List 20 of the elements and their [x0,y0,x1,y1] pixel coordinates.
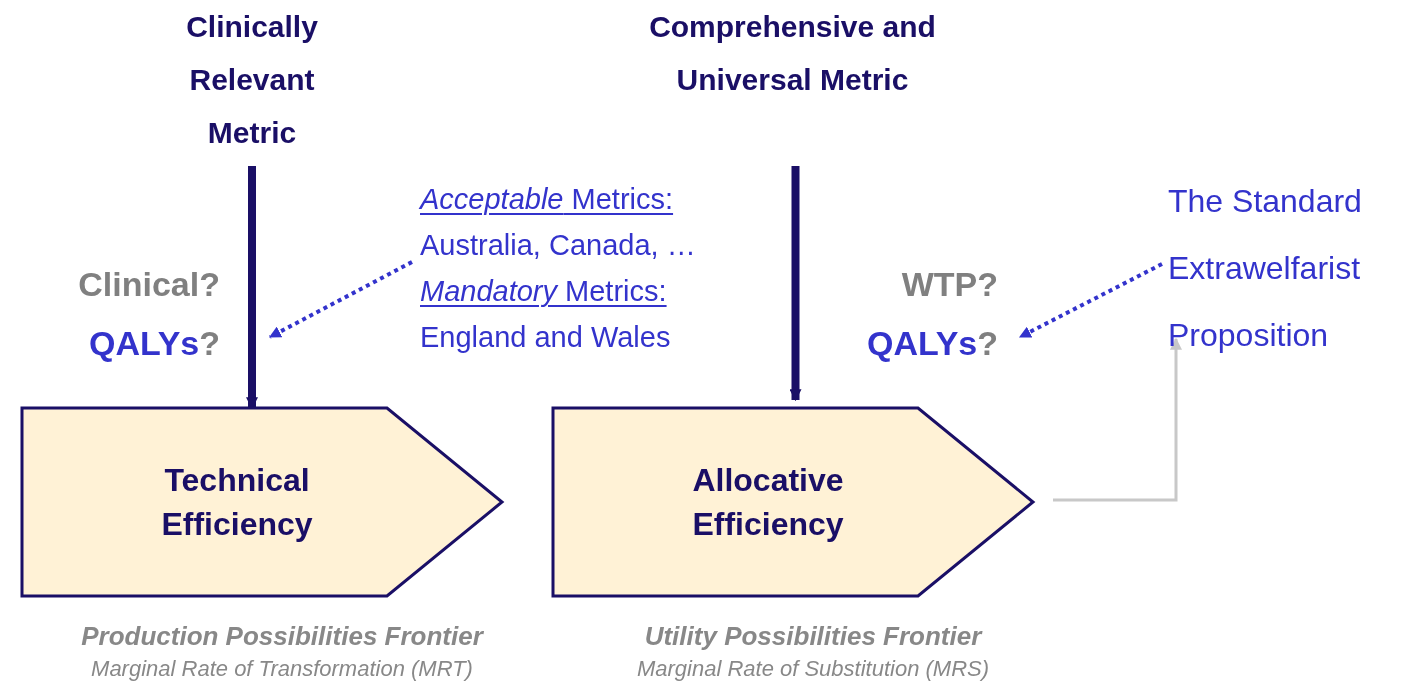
question-label: QALYs? [866,323,998,364]
metric-heading: Clinically Relevant Metric [185,9,319,151]
efficiency-label: Allocative Efficiency [691,461,845,544]
rate-caption: Marginal Rate of Substitution (MRS) [636,655,990,682]
rate-caption: Marginal Rate of Transformation (MRT) [91,655,473,682]
frontier-caption: Utility Possibilities Frontier [644,620,982,653]
country-list: Australia, Canada, … [420,222,765,268]
proposition-label: The Standard Extrawelfarist Proposition [1168,182,1363,355]
metric-category: Mandatory Metrics: [420,274,668,309]
dotted-arrow [1018,262,1163,339]
metric-category: Acceptable Metrics: [420,182,675,217]
efficiency-label: Technical Efficiency [160,461,314,544]
question-label: Clinical? [77,264,220,305]
arrow [1053,337,1182,502]
question-label: QALYs? [88,323,220,364]
metric-heading: Comprehensive and Universal Metric [648,9,937,98]
country-list: England and Wales [420,314,765,360]
question-label: WTP? [900,264,998,305]
dotted-arrow [268,260,413,339]
frontier-caption: Production Possibilities Frontier [81,620,483,653]
